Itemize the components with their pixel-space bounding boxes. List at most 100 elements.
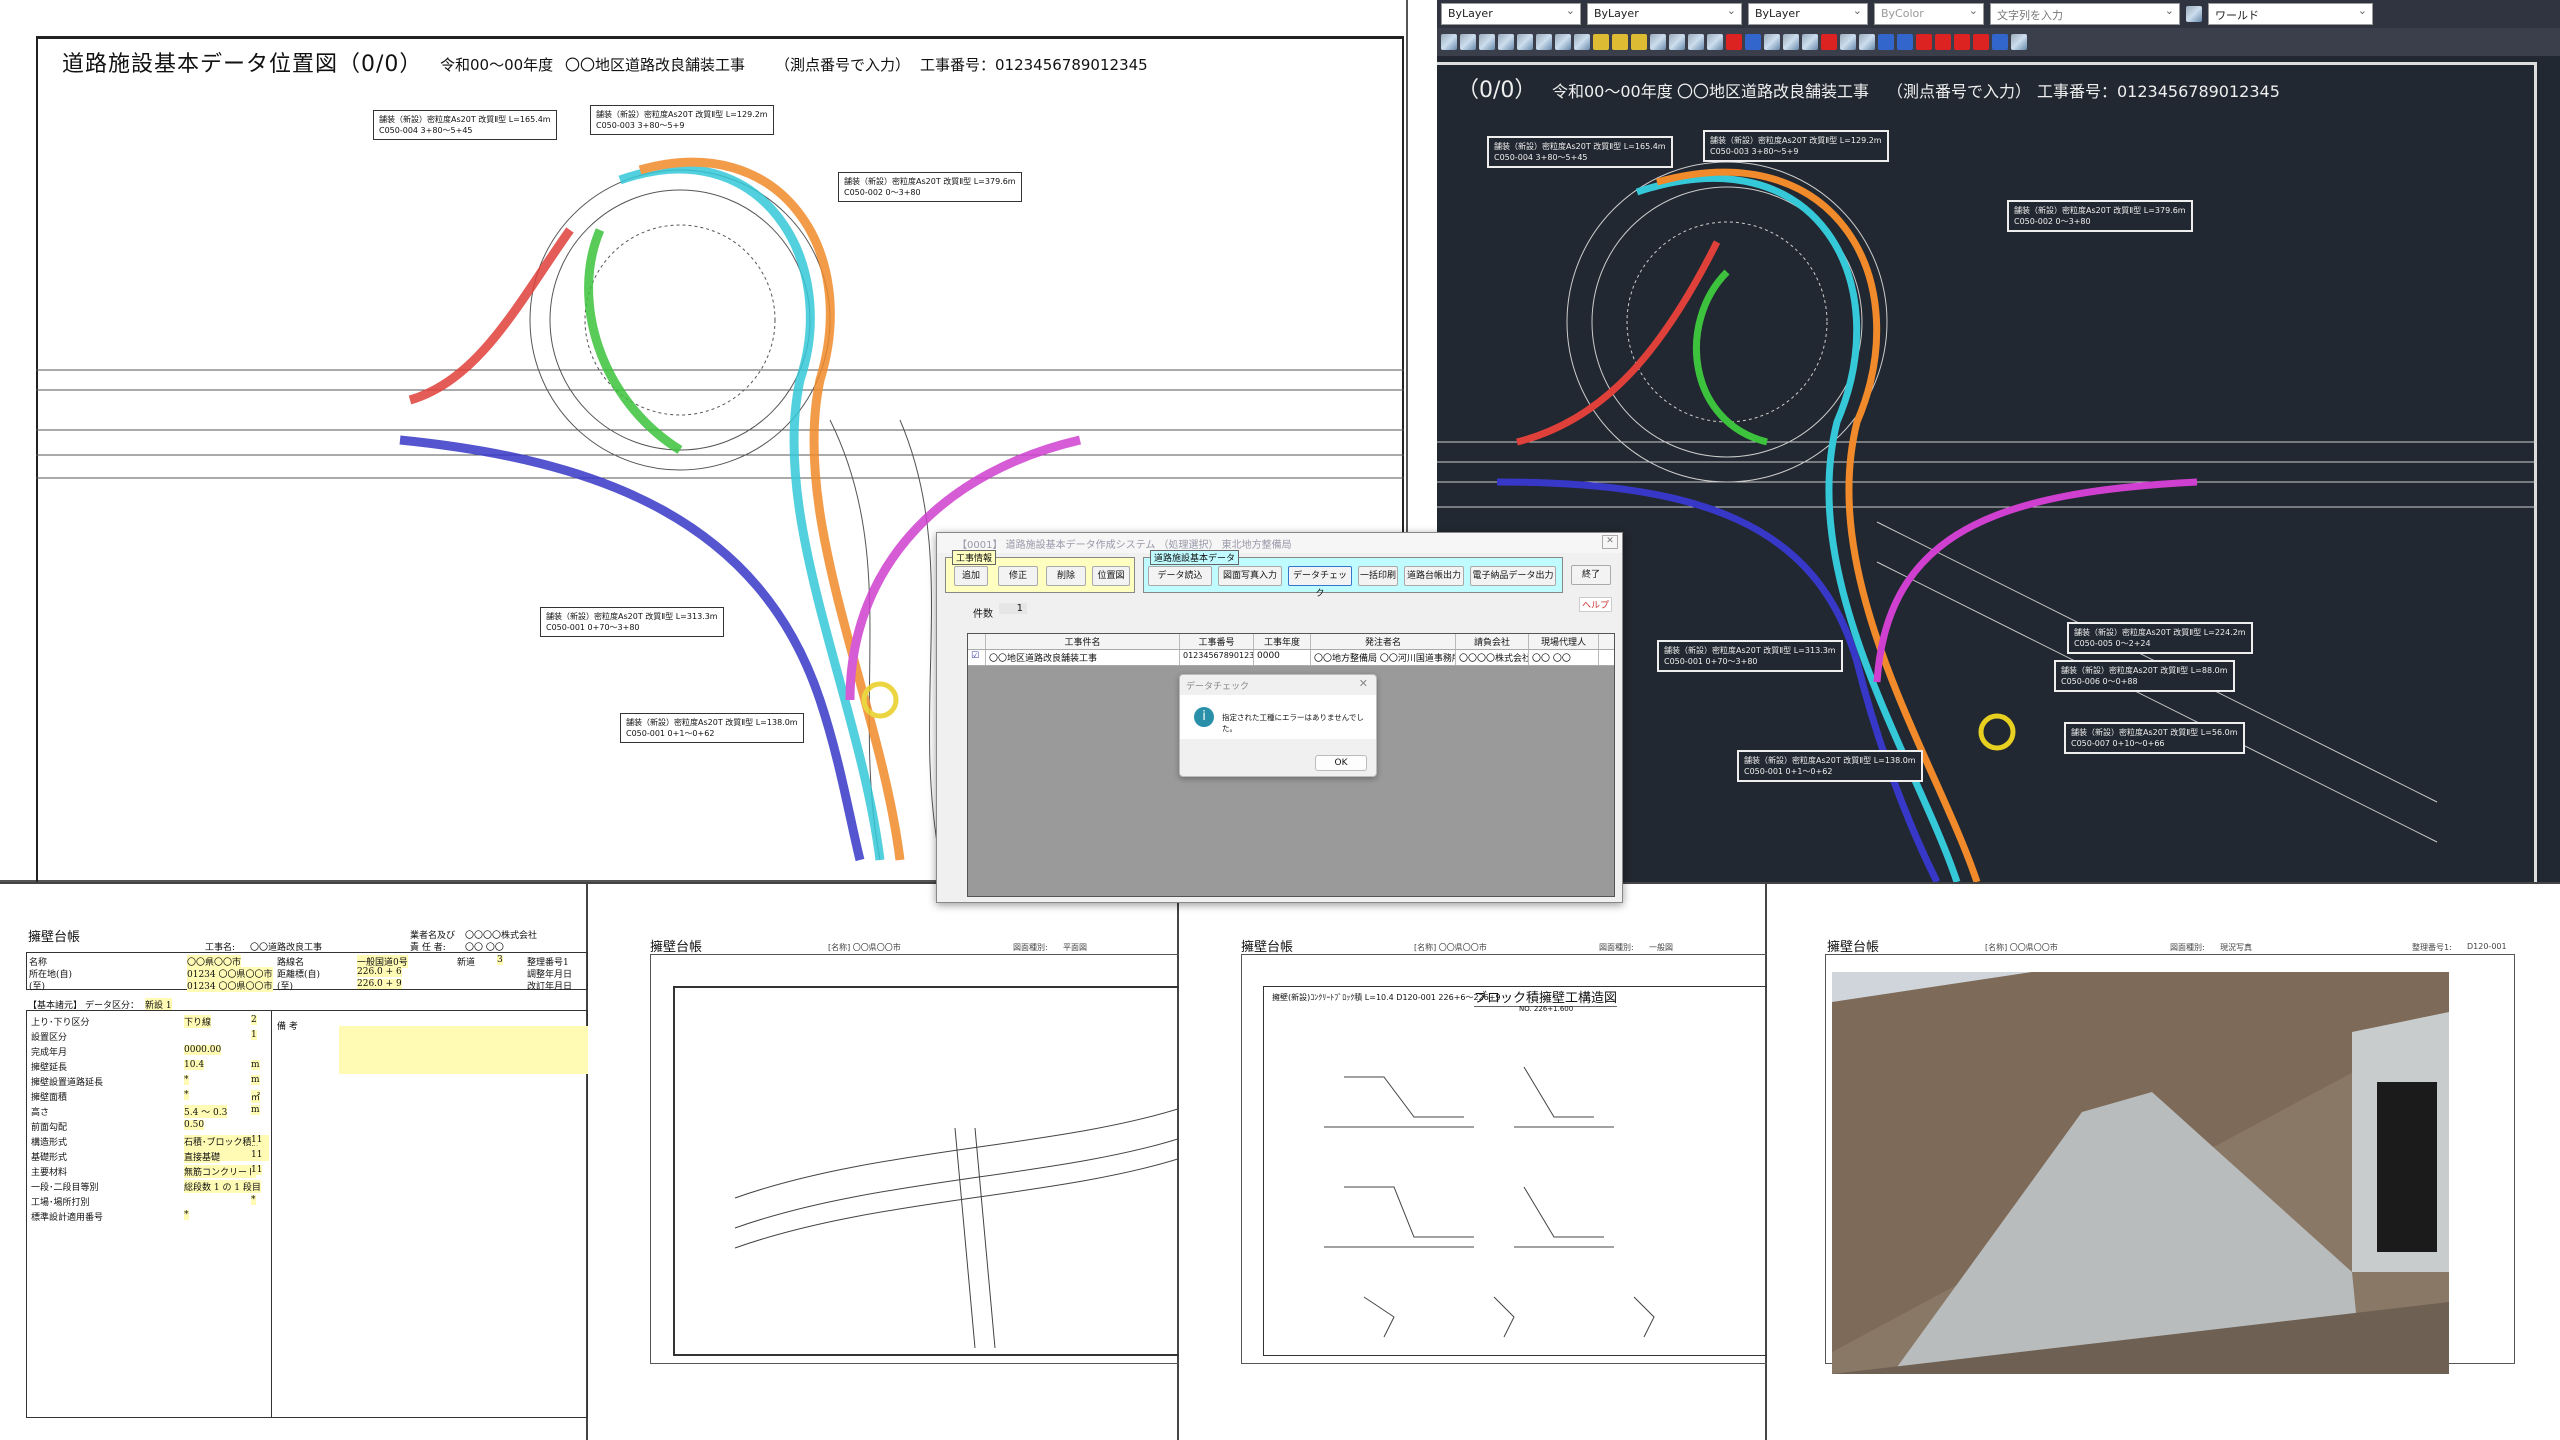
tool-icon[interactable] [1612,34,1628,50]
layer-dropdown[interactable]: ByLayer [1441,3,1581,25]
close-button[interactable]: ✕ [1602,535,1618,549]
drawing-title: 道路施設基本データ位置図（0/0） [62,52,423,77]
ledger-header-cell: 整理番号1 [527,958,569,968]
tool-icon[interactable] [1669,34,1685,50]
batch-print-button[interactable]: 一括印刷 [1358,566,1398,586]
tool-icon[interactable] [1441,34,1457,50]
tool-icon[interactable] [1536,34,1552,50]
retaining-wall-photo [1832,972,2449,1374]
route-cyan [618,164,885,861]
ledger-title: 擁壁台帳 [28,930,81,945]
ok-button[interactable]: OK [1315,755,1367,771]
row-checkbox[interactable]: ☑ [968,650,986,665]
close-icon[interactable]: ✕ [1358,677,1368,690]
message-text: 指定された工種にエラーはありませんでした。 [1222,713,1364,733]
cad-callout: 舗装（新設）密粒度As20T 改質Ⅱ型 L=56.0m C050-007 0+1… [2064,722,2245,754]
data-check-button[interactable]: データチェック [1288,566,1352,599]
linetype-dropdown[interactable]: ByLayer [1587,3,1742,25]
cross-section-svg [1324,1066,1655,1338]
tool-icon[interactable] [1688,34,1704,50]
tool-icon[interactable] [1517,34,1533,50]
cad-canvas[interactable] [1437,62,2537,882]
ledger-header-cell: 改訂年月日 [527,982,573,992]
ledger-plan-panel: 擁壁台帳 [名称] 〇〇県〇〇市 図面種別: 平面図 [588,882,1183,1440]
cell-contractor: 〇〇〇〇株式会社 [1456,650,1529,665]
column-header[interactable]: 請負会社 [1456,634,1529,649]
ledger-header-cell: 01234 〇〇県〇〇市 [187,967,273,980]
plan-thumbnail-svg [734,1107,1182,1349]
sheet-title: 擁壁台帳 [1827,940,1880,955]
e-delivery-output-button[interactable]: 電子納品データ出力 [1470,566,1556,586]
tool-icon[interactable] [1840,34,1856,50]
help-button[interactable]: ヘルプ [1578,597,1612,612]
delete-button[interactable]: 削除 [1046,566,1086,586]
tool-icon[interactable] [1802,34,1818,50]
ledger-item-cell: 2 [251,1015,257,1025]
tool-icon[interactable] [1593,34,1609,50]
tool-icon[interactable] [1992,34,2008,50]
ledger-header-cell: 路線名 [277,958,305,968]
ledger-item-cell: 一段･二段目等別 [31,1183,99,1193]
callout-label: 舗装（新設）密粒度As20T 改質Ⅱ型 L=165.4m C050-004 3+… [373,110,557,140]
tool-icon[interactable] [1973,34,1989,50]
kubun-value: 新設 1 [145,998,172,1011]
tool-icon[interactable] [1631,34,1647,50]
facility-data-group: 道路施設基本データ データ読込 図面写真入力 データチェック 一括印刷 道路台帳… [1143,550,1563,599]
tool-icon[interactable] [1916,34,1932,50]
tool-icon[interactable] [1574,34,1590,50]
location-map-button[interactable]: 位置図 [1092,566,1130,586]
road-ledger-output-button[interactable]: 道路台帳出力 [1404,566,1464,586]
add-button[interactable]: 追加 [954,566,988,586]
ledger-item-cell: 0.50 [184,1120,205,1130]
color-dropdown[interactable]: ByColor [1874,3,1984,25]
tool-icon[interactable] [1783,34,1799,50]
column-header[interactable]: 工事年度 [1254,634,1311,649]
tool-icon[interactable] [1954,34,1970,50]
tool-icon[interactable] [1935,34,1951,50]
cad-route-yellow [1978,713,2016,751]
column-header[interactable]: 発注者名 [1311,634,1456,649]
tool-icon[interactable] [1479,34,1495,50]
column-header[interactable]: 工事番号 [1180,634,1254,649]
search-input[interactable]: 文字列を入力 [1990,3,2180,25]
drawing-note: （測点番号で入力） [775,56,911,74]
tool-icon[interactable] [1726,34,1742,50]
tool-icon[interactable] [1821,34,1837,50]
sheet-title: 擁壁台帳 [650,940,703,955]
data-check-message-box: データチェック ✕ i 指定された工種にエラーはありませんでした。 OK [1179,674,1377,777]
tool-icon[interactable] [1650,34,1666,50]
column-header[interactable]: 工事件名 [986,634,1180,649]
lineweight-dropdown[interactable]: ByLayer [1748,3,1868,25]
edit-button[interactable]: 修正 [998,566,1038,586]
cad-callout: 舗装（新設）密粒度As20T 改質Ⅱ型 L=138.0m C050-001 0+… [1737,750,1923,782]
ucs-dropdown[interactable]: ワールド [2208,3,2373,25]
exit-button[interactable]: 終了 [1571,565,1611,585]
tool-icon[interactable] [1460,34,1476,50]
cad-callout: 舗装（新設）密粒度As20T 改質Ⅱ型 L=129.2m C050-003 3+… [1703,130,1889,162]
tool-icon[interactable] [1555,34,1571,50]
ledger-item-cell: 5.4 ～ 0.3 [184,1105,228,1118]
ledger-item-cell: * [251,1195,256,1205]
tool-icon[interactable] [1878,34,1894,50]
ledger-item-cell: 11 [251,1150,263,1160]
info-icon: i [1194,707,1214,727]
tool-icon[interactable] [1897,34,1913,50]
sheet-kind-label: 図面種別: [1599,943,1634,952]
ledger-header-cell: (至) [29,982,46,992]
tool-icon[interactable] [1859,34,1875,50]
cad-callout: 舗装（新設）密粒度As20T 改質Ⅱ型 L=224.2m C050-005 0～… [2067,622,2253,654]
tool-icon[interactable] [1707,34,1723,50]
drawing-frame [36,36,1404,882]
drawing-photo-input-button[interactable]: 図面写真入力 [1218,566,1282,586]
tool-icon[interactable] [1764,34,1780,50]
table-row[interactable]: ☑ 〇〇地区道路改良舗装工事 0123456789012345 0000 〇〇地… [968,650,1614,666]
sheet-name: [名称] 〇〇県〇〇市 [828,943,901,952]
ledger-item-cell: 擁壁設置道路延長 [31,1078,104,1088]
ucs-icon[interactable] [2186,6,2202,22]
tool-icon[interactable] [1745,34,1761,50]
data-import-button[interactable]: データ読込 [1148,566,1212,586]
cad-callout: 舗装（新設）密粒度As20T 改質Ⅱ型 L=88.0m C050-006 0～0… [2054,660,2235,692]
column-header[interactable]: 現場代理人 [1529,634,1599,649]
tool-icon[interactable] [1498,34,1514,50]
tool-icon[interactable] [2011,34,2027,50]
